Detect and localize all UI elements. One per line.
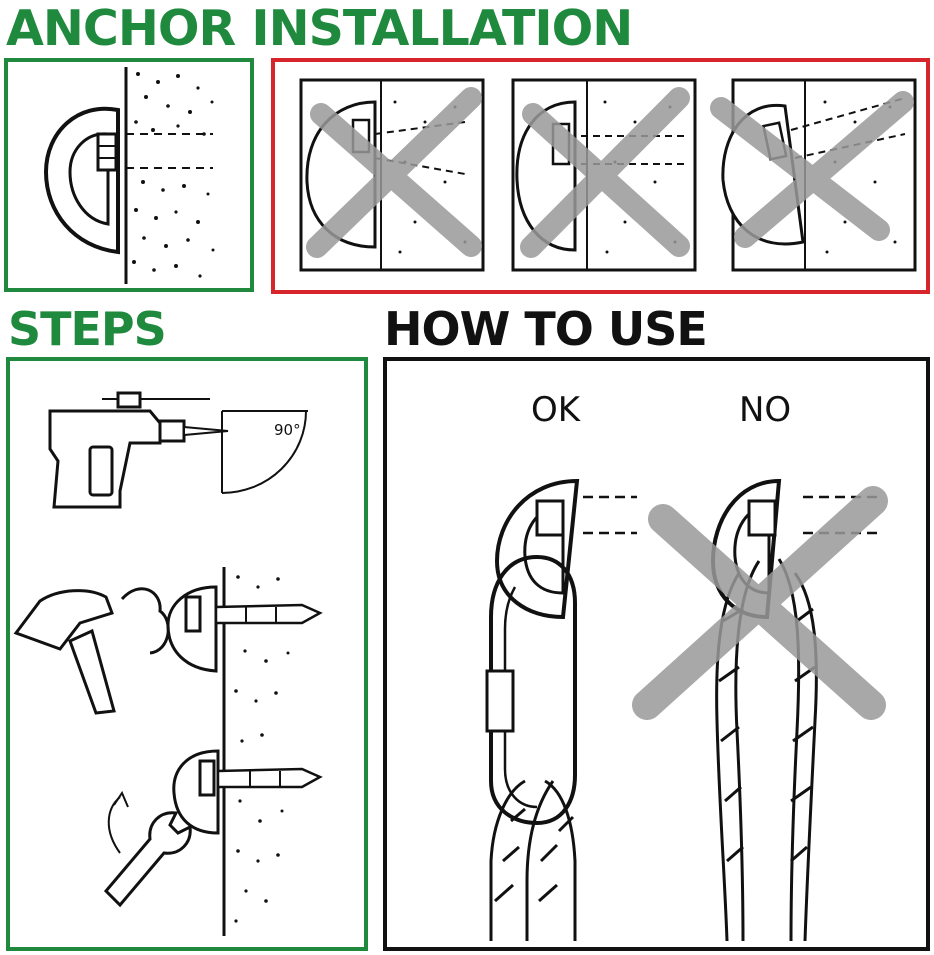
how-to-use-panel: OK NO <box>383 357 930 951</box>
drill-icon <box>48 391 229 509</box>
cross-icon <box>306 87 482 258</box>
carabiner-icon <box>485 554 577 826</box>
steps-illustration: 90° <box>13 391 323 936</box>
rope-icon <box>489 779 577 941</box>
angle-label: 90° <box>274 421 301 439</box>
ok-label: OK <box>531 390 582 430</box>
steps-panel: 90° <box>6 357 368 951</box>
no-example <box>632 478 888 942</box>
steps-heading: STEPS <box>8 302 167 356</box>
correct-installation-panel <box>4 58 254 292</box>
anchor-bolt-upper <box>166 585 323 673</box>
wall-icon <box>124 67 215 284</box>
incorrect-example-2 <box>511 78 697 272</box>
cross-icon <box>632 486 888 720</box>
no-label: NO <box>739 390 791 430</box>
ok-example <box>485 478 637 941</box>
anchor-bolt-lower <box>172 749 323 835</box>
incorrect-example-1 <box>299 78 485 272</box>
cross-icon <box>710 91 914 248</box>
correct-installation-illustration <box>43 67 215 284</box>
anchor-installation-heading: ANCHOR INSTALLATION <box>6 0 633 57</box>
incorrect-example-3 <box>710 78 917 272</box>
how-to-use-illustration: OK NO <box>485 390 888 942</box>
wrench-icon <box>103 790 192 908</box>
incorrect-installation-illustrations <box>299 78 917 272</box>
wall-icon <box>222 567 290 936</box>
incorrect-installation-panel <box>271 58 930 294</box>
hammer-icon <box>13 587 170 715</box>
cross-icon <box>520 87 690 258</box>
anchor-hanger-icon <box>43 106 120 255</box>
how-to-use-heading: HOW TO USE <box>384 302 708 356</box>
angle-guide: 90° <box>221 410 308 494</box>
